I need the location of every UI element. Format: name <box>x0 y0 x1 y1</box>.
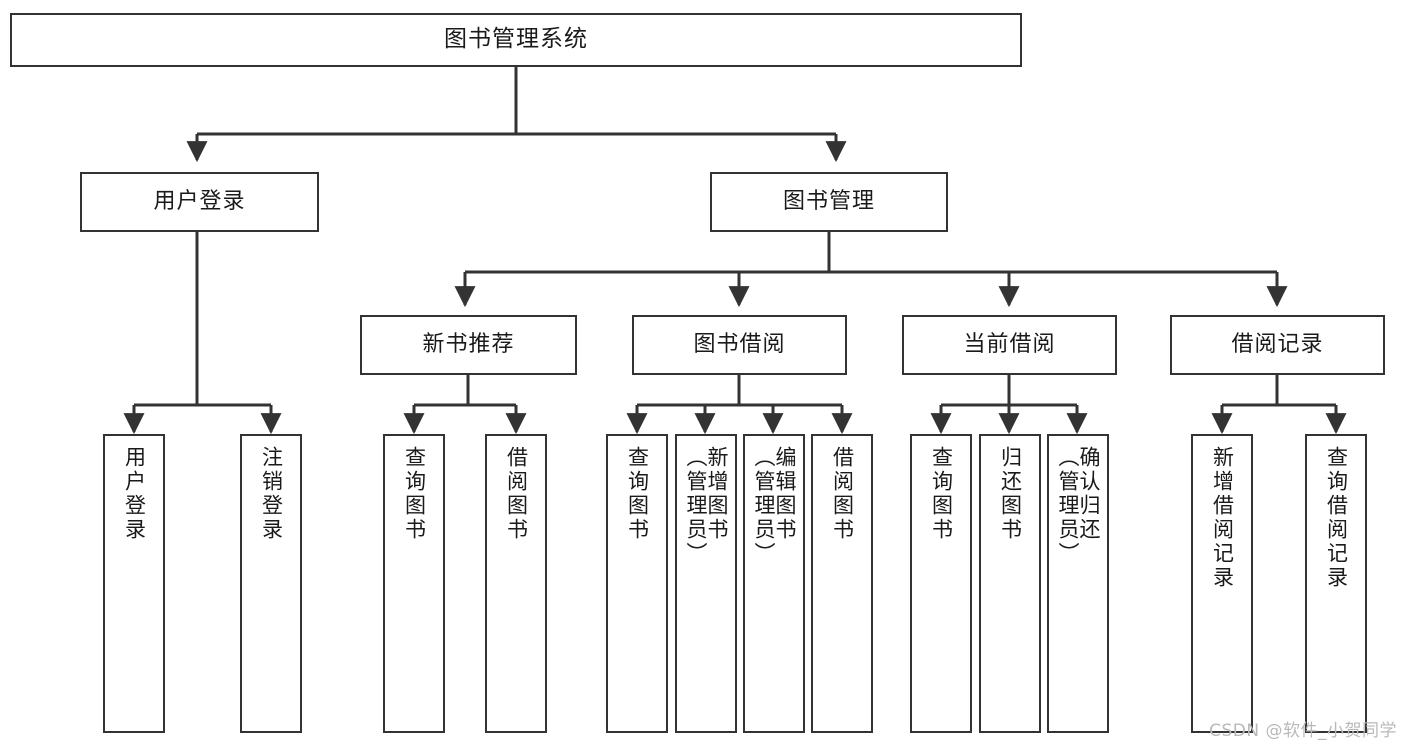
leaf-borrow-book-recommend[interactable]: 借阅图书 <box>485 434 547 733</box>
node-label: 查询图书 <box>929 446 954 542</box>
node-label: 借阅图书 <box>504 446 529 542</box>
leaf-edit-book-admin[interactable]: 编辑图书 （管理员） <box>743 434 805 733</box>
node-label: 确认归还 （管理员） <box>1056 446 1101 566</box>
node-label: 新增图书 （管理员） <box>684 446 729 566</box>
node-label: 编辑图书 （管理员） <box>752 446 797 566</box>
node-label: 用户登录 <box>153 188 246 214</box>
node-label: 图书管理系统 <box>444 26 588 53</box>
node-label: 新书推荐 <box>422 331 515 357</box>
leaf-logout-login[interactable]: 注销登录 <box>240 434 302 733</box>
node-label: 归还图书 <box>998 446 1023 542</box>
node-label: 借阅记录 <box>1231 331 1324 357</box>
node-book-borrow[interactable]: 图书借阅 <box>632 315 847 375</box>
node-label: 查询借阅记录 <box>1324 446 1349 590</box>
leaf-add-book-admin[interactable]: 新增图书 （管理员） <box>675 434 737 733</box>
node-label: 注销登录 <box>259 446 284 542</box>
leaf-query-book-borrow[interactable]: 查询图书 <box>606 434 668 733</box>
node-current-borrow[interactable]: 当前借阅 <box>902 315 1117 375</box>
node-label: 新增借阅记录 <box>1210 446 1235 590</box>
leaf-confirm-return-admin[interactable]: 确认归还 （管理员） <box>1047 434 1109 733</box>
csdn-watermark: CSDN @软件_小贺同学 <box>1209 721 1397 741</box>
node-label: 查询图书 <box>402 446 427 542</box>
node-label: 图书管理 <box>782 188 875 214</box>
node-root-system[interactable]: 图书管理系统 <box>10 13 1022 67</box>
node-user-login[interactable]: 用户登录 <box>80 172 319 232</box>
leaf-query-book-current[interactable]: 查询图书 <box>910 434 972 733</box>
leaf-query-borrow-record[interactable]: 查询借阅记录 <box>1305 434 1367 733</box>
node-borrow-record[interactable]: 借阅记录 <box>1170 315 1385 375</box>
leaf-query-book-recommend[interactable]: 查询图书 <box>383 434 445 733</box>
node-label: 查询图书 <box>625 446 650 542</box>
node-label: 当前借阅 <box>963 331 1056 357</box>
leaf-return-book[interactable]: 归还图书 <box>979 434 1041 733</box>
leaf-add-borrow-record[interactable]: 新增借阅记录 <box>1191 434 1253 733</box>
leaf-user-login[interactable]: 用户登录 <box>103 434 165 733</box>
node-label: 借阅图书 <box>830 446 855 542</box>
node-label: 用户登录 <box>122 446 147 542</box>
node-book-management[interactable]: 图书管理 <box>710 172 948 232</box>
node-label: 图书借阅 <box>693 331 786 357</box>
node-new-book-recommend[interactable]: 新书推荐 <box>360 315 577 375</box>
leaf-borrow-book[interactable]: 借阅图书 <box>811 434 873 733</box>
